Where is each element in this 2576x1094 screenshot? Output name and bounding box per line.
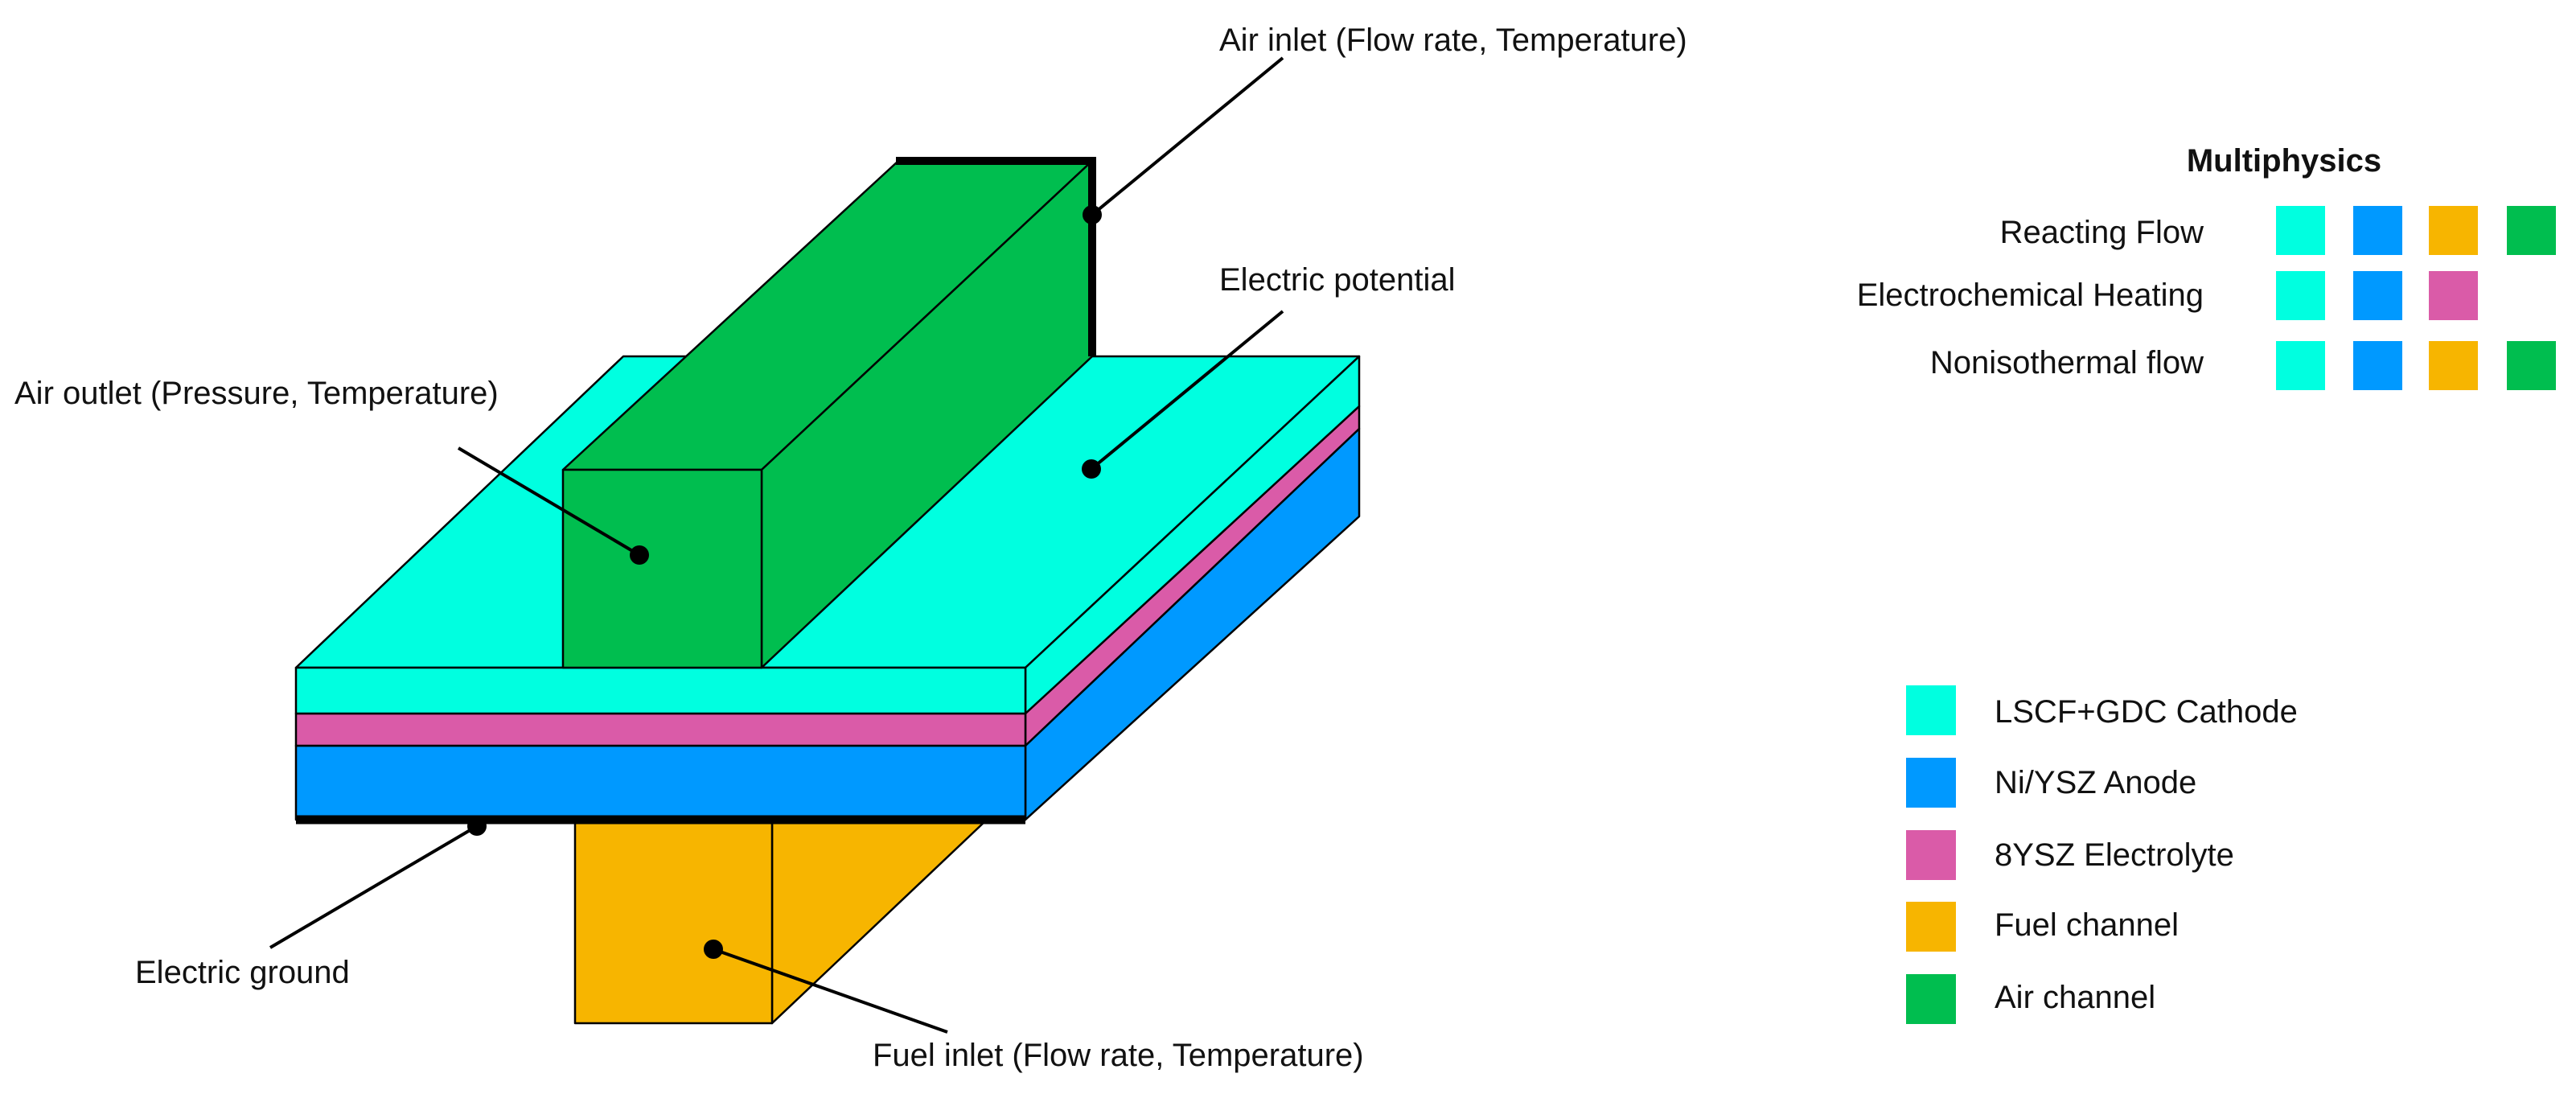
legend-item: Air channel (1906, 974, 2155, 1024)
multiphysics-swatch (2353, 206, 2402, 255)
legend-swatch (1906, 685, 1956, 735)
material-legend: LSCF+GDC Cathode Ni/YSZ Anode 8YSZ Elect… (1906, 685, 2298, 1024)
multiphysics-swatch (2276, 341, 2325, 390)
callout-fuel-inlet: Fuel inlet (Flow rate, Temperature) (704, 940, 1364, 1073)
electric-ground-leader (269, 825, 479, 949)
electric-potential-leader (1090, 310, 1284, 471)
multiphysics-row-label: Electrochemical Heating (1857, 278, 2204, 313)
multiphysics-row-label: Nonisothermal flow (1930, 345, 2204, 380)
callout-air-outlet: Air outlet (Pressure, Temperature) (14, 376, 649, 565)
fuel-channel-front (573, 818, 774, 1025)
fuel-channel-side (770, 818, 988, 1025)
air-outlet-label: Air outlet (Pressure, Temperature) (14, 376, 499, 411)
multiphysics-swatch (2276, 206, 2325, 255)
air-inlet-leader (1091, 56, 1284, 216)
multiphysics-swatch (2276, 271, 2325, 320)
fuel-inlet-leader (713, 948, 948, 1034)
multiphysics-row: Electrochemical Heating (1857, 271, 2478, 320)
callout-electric-potential: Electric potential (1082, 262, 1455, 479)
multiphysics-row: Reacting Flow (2000, 206, 2556, 255)
multiphysics-row: Nonisothermal flow (1930, 341, 2556, 390)
legend-item: LSCF+GDC Cathode (1906, 685, 2298, 735)
callout-electric-ground: Electric ground (135, 816, 487, 990)
air-outlet-marker (630, 545, 649, 565)
legend-label: 8YSZ Electrolyte (1995, 837, 2234, 873)
air-channel-front (561, 468, 763, 669)
legend-item: Ni/YSZ Anode (1906, 758, 2196, 808)
multiphysics-swatch (2507, 206, 2556, 255)
electrolyte-front (294, 712, 1027, 747)
multiphysics-row-label: Reacting Flow (2000, 215, 2204, 250)
legend-label: Air channel (1995, 980, 2155, 1015)
legend-swatch (1906, 830, 1956, 880)
legend-item: Fuel channel (1906, 902, 2179, 952)
electric-potential-marker (1082, 459, 1101, 479)
legend-swatch (1906, 902, 1956, 952)
callout-air-inlet: Air inlet (Flow rate, Temperature) (1083, 23, 1687, 224)
multiphysics-swatch (2429, 206, 2478, 255)
multiphysics-swatch (2507, 341, 2556, 390)
air-channel (561, 157, 1096, 669)
air-inlet-label: Air inlet (Flow rate, Temperature) (1219, 23, 1687, 58)
electric-ground-label: Electric ground (135, 955, 350, 990)
fuel-inlet-marker (704, 940, 723, 959)
air-inlet-marker (1083, 205, 1102, 224)
legend-label: Ni/YSZ Anode (1995, 765, 2196, 800)
multiphysics-title: Multiphysics (2187, 143, 2381, 179)
legend-label: LSCF+GDC Cathode (1995, 694, 2298, 730)
cathode-front (294, 666, 1027, 715)
air-inlet-boundary (896, 157, 1096, 356)
electric-ground-marker (467, 816, 487, 836)
multiphysics-swatch (2429, 271, 2478, 320)
multiphysics-swatch (2353, 271, 2402, 320)
electric-potential-label: Electric potential (1219, 262, 1455, 298)
multiphysics-swatch (2429, 341, 2478, 390)
anode-front (294, 744, 1027, 821)
multiphysics-swatch (2353, 341, 2402, 390)
legend-swatch (1906, 974, 1956, 1024)
air-outlet-leader (457, 446, 641, 557)
multiphysics-panel: Multiphysics Reacting Flow Electrochemic… (1857, 143, 2556, 390)
legend-item: 8YSZ Electrolyte (1906, 830, 2234, 880)
legend-label: Fuel channel (1995, 907, 2179, 943)
fuel-inlet-label: Fuel inlet (Flow rate, Temperature) (873, 1038, 1364, 1073)
fuel-channel (573, 818, 988, 1025)
legend-swatch (1906, 758, 1956, 808)
